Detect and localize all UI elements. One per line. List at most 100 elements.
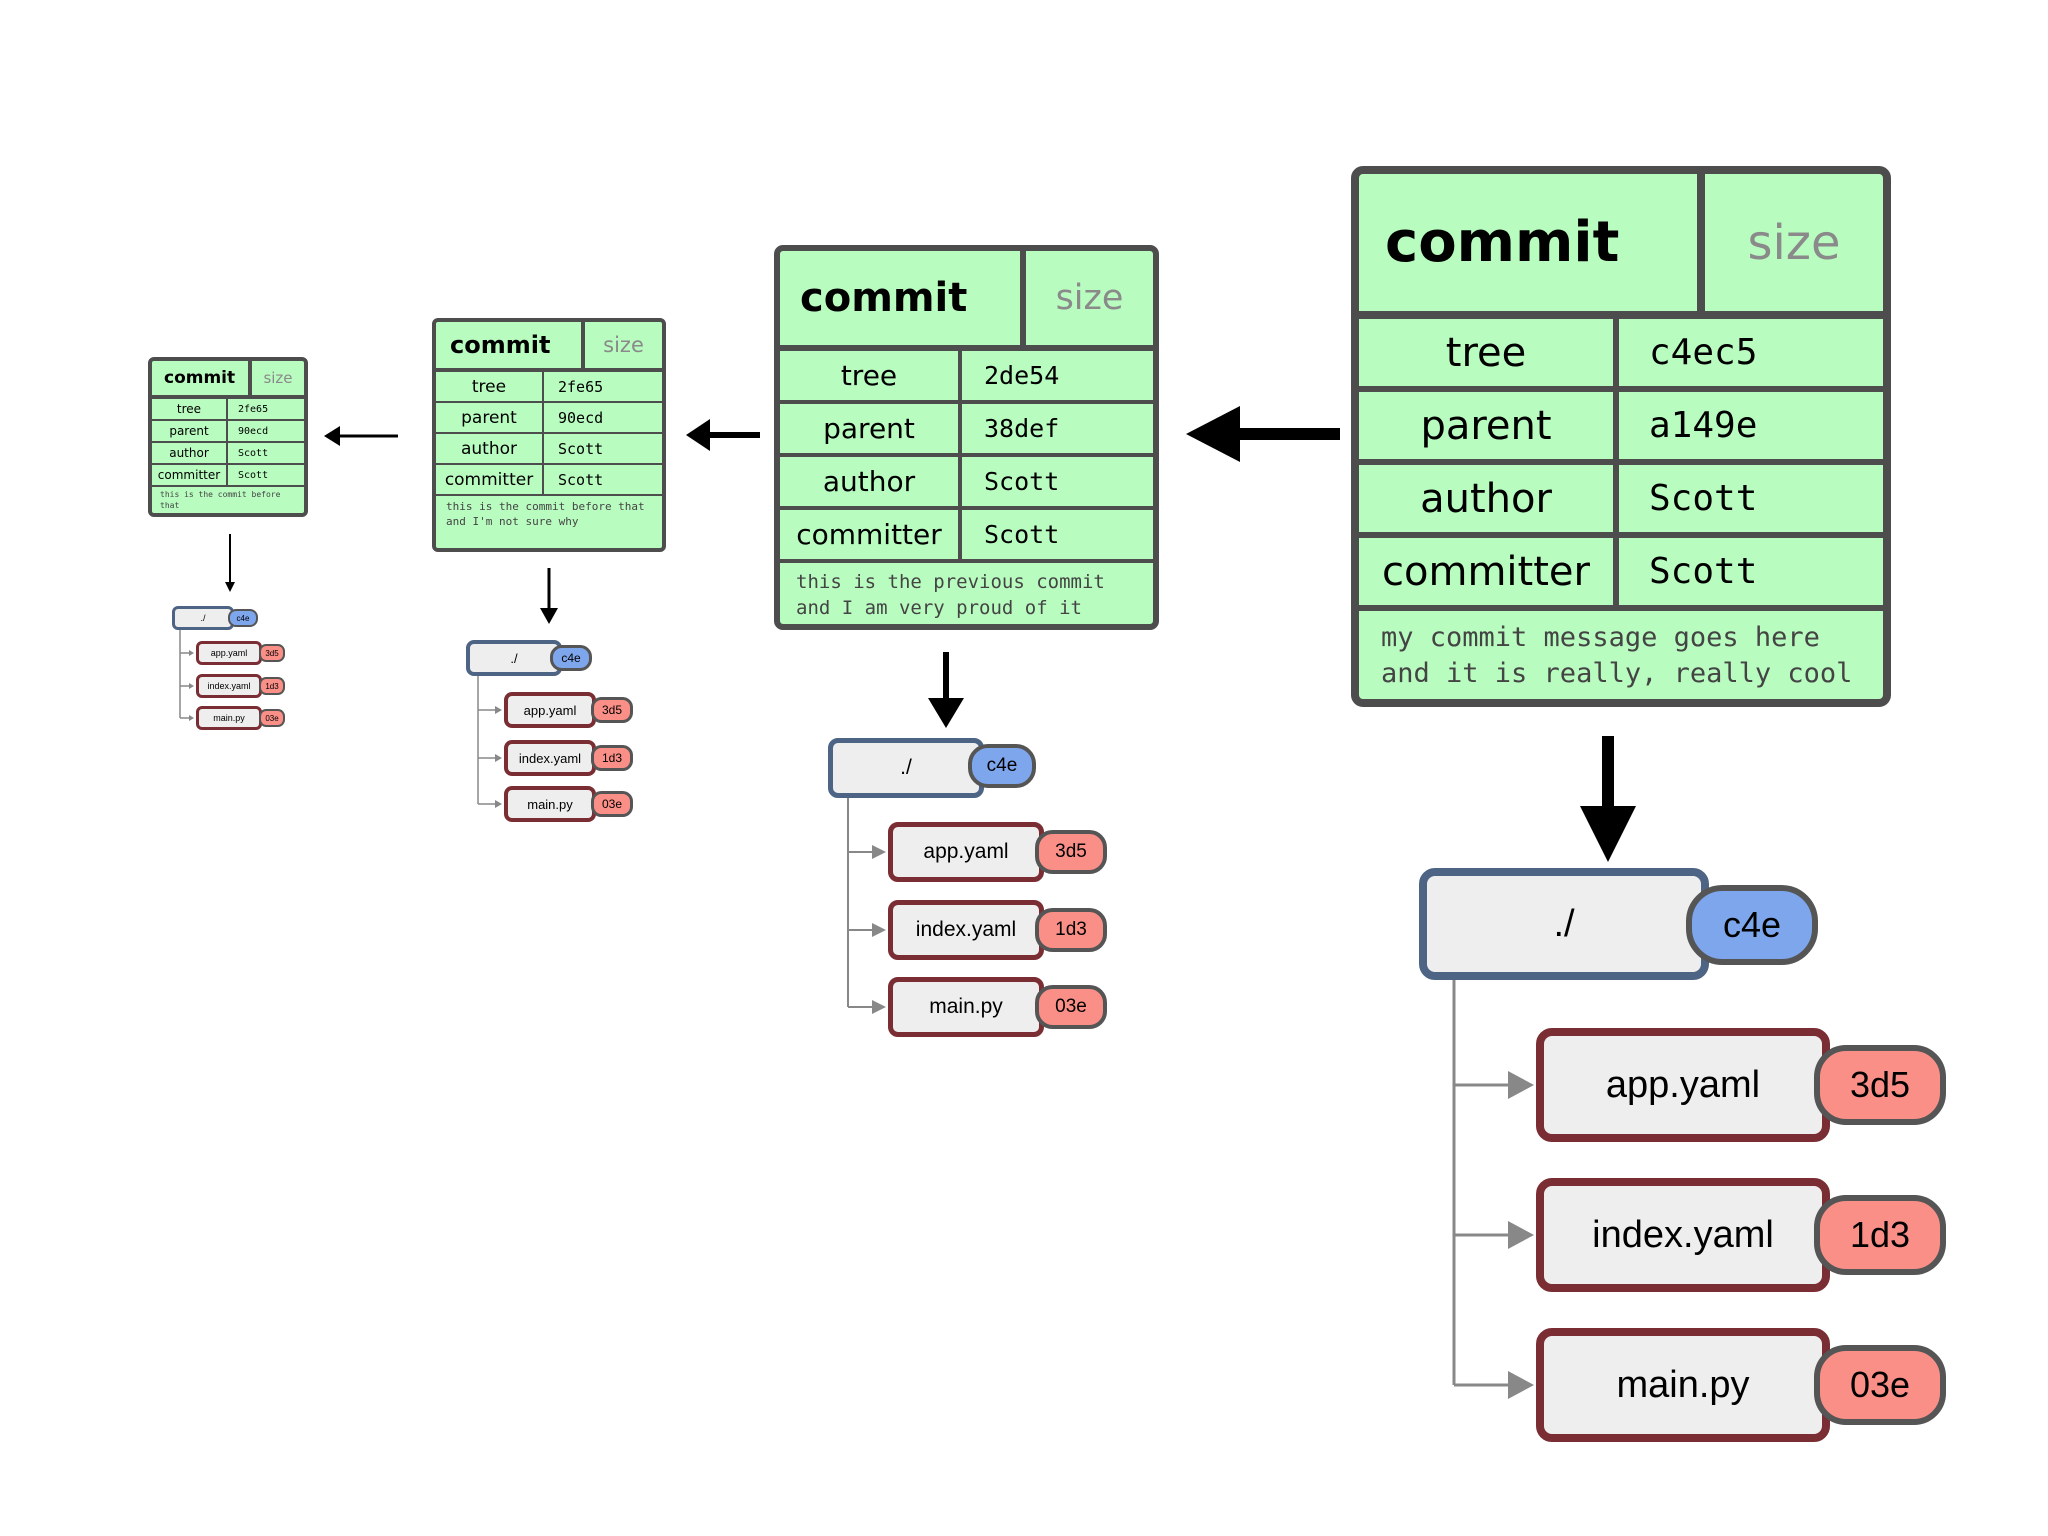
commit-field-key: tree — [436, 372, 544, 401]
commit-field-key: author — [436, 434, 544, 463]
tree-file-hash: 03e — [1035, 985, 1107, 1029]
commit-size-label: size — [263, 369, 293, 387]
tree-file-main-py: main.py — [196, 706, 262, 730]
commit-size-label: size — [1747, 214, 1841, 271]
commit-size-label: size — [1055, 278, 1124, 318]
tree-arrow-head — [540, 608, 558, 624]
commit-field-row-committer: committer Scott — [780, 510, 1153, 563]
tree-file-hash: 1d3 — [1035, 908, 1107, 952]
tree-file-hash: 1d3 — [591, 745, 633, 771]
tree-file-main-py: main.py — [888, 977, 1044, 1037]
commit-field-row-author: author Scott — [780, 457, 1153, 510]
tree-file-hash: 3d5 — [591, 697, 633, 723]
tree-branch-head — [1508, 1071, 1534, 1099]
commit-field-value: Scott — [1649, 551, 1758, 592]
commit-field-key: committer — [152, 465, 228, 485]
tree-file-hash: 1d3 — [1814, 1195, 1946, 1275]
commit-field-row-tree: tree 2fe65 — [436, 372, 662, 403]
commit-header: commit size — [152, 361, 304, 399]
tree-file-index-yaml: index.yaml — [504, 740, 596, 776]
tree-branch-head — [189, 715, 194, 721]
commit-field-key: author — [780, 457, 962, 506]
commit-field-key: parent — [1359, 392, 1619, 459]
commit-field-key: author — [1359, 465, 1619, 532]
tree-root-dir-3: ./ — [828, 738, 984, 798]
tree-file-hash: 03e — [259, 709, 285, 727]
commit-field-key: committer — [436, 465, 544, 494]
commit-field-value: Scott — [984, 467, 1060, 496]
tree-dir-hash: c4e — [228, 609, 258, 627]
tree-arrow-head — [225, 582, 235, 592]
commit-field-value: c4ec5 — [1649, 332, 1758, 373]
commit-field-value: 90ecd — [238, 425, 269, 437]
tree-file-app-yaml: app.yaml — [1536, 1028, 1830, 1142]
tree-arrow-head — [1580, 806, 1636, 862]
tree-dir-hash: c4e — [968, 744, 1036, 788]
tree-file-main-py: main.py — [1536, 1328, 1830, 1442]
commit-message: my commit message goes here and it is re… — [1381, 622, 1853, 690]
commit-field-key: committer — [780, 510, 962, 559]
tree-file-hash: 3d5 — [1814, 1045, 1946, 1125]
tree-dir-hash: c4e — [1686, 885, 1818, 965]
tree-file-main-py: main.py — [504, 786, 596, 822]
tree-branch-head — [189, 683, 194, 689]
tree-file-app-yaml: app.yaml — [504, 692, 596, 728]
commit-title: commit — [1359, 174, 1705, 311]
tree-file-hash: 3d5 — [1035, 830, 1107, 874]
commit-field-value: 2fe65 — [558, 377, 604, 396]
tree-branch-head — [495, 754, 502, 762]
commit-field-row-author: author Scott — [1359, 465, 1883, 538]
commit-title: commit — [152, 361, 252, 395]
tree-file-index-yaml: index.yaml — [1536, 1178, 1830, 1292]
commit-field-row-author: author Scott — [436, 434, 662, 465]
commit-field-row-parent: parent 90ecd — [152, 421, 304, 443]
commit-field-key: tree — [152, 399, 228, 419]
commit-field-value: Scott — [984, 520, 1060, 549]
tree-branch-head — [1508, 1371, 1534, 1399]
tree-file-hash: 1d3 — [259, 677, 285, 695]
tree-branch-head — [495, 800, 502, 808]
tree-root-dir-4: ./ — [1419, 868, 1709, 980]
commit-title: commit — [780, 251, 1026, 345]
tree-file-hash: 03e — [591, 791, 633, 817]
commit-field-key: author — [152, 443, 228, 463]
tree-branch-head — [872, 923, 886, 937]
commit-field-row-parent: parent a149e — [1359, 392, 1883, 465]
tree-branch-head — [189, 650, 194, 656]
commit-field-row-committer: committer Scott — [436, 465, 662, 496]
tree-branch-head — [1508, 1221, 1534, 1249]
commit-field-value: Scott — [558, 439, 604, 458]
commit-field-value: 2de54 — [984, 361, 1060, 390]
commit-message: this is the commit before that and I'm n… — [160, 490, 281, 517]
commit-message: this is the commit before that and I'm n… — [446, 500, 645, 528]
commit-field-key: parent — [152, 421, 228, 441]
tree-file-hash: 03e — [1814, 1345, 1946, 1425]
commit-field-value: Scott — [1649, 478, 1758, 519]
commit-field-value: Scott — [558, 470, 604, 489]
tree-branch-head — [495, 706, 502, 714]
parent-arrow-head — [1186, 406, 1240, 462]
commit-field-row-parent: parent 38def — [780, 404, 1153, 457]
commit-field-value: 2fe65 — [238, 403, 269, 415]
tree-file-app-yaml: app.yaml — [196, 641, 262, 665]
commit-field-key: parent — [780, 404, 962, 453]
commit-size-label: size — [603, 333, 644, 357]
commit-field-key: parent — [436, 403, 544, 432]
commit-field-value: 38def — [984, 414, 1060, 443]
commit-field-value: a149e — [1649, 405, 1758, 446]
tree-root-dir-2: ./ — [466, 640, 562, 676]
tree-branch-head — [872, 1000, 886, 1014]
tree-file-index-yaml: index.yaml — [888, 900, 1044, 960]
tree-branch-head — [872, 845, 886, 859]
commit-message: this is the previous commit and I am ver… — [796, 571, 1105, 619]
commit-field-key: tree — [780, 351, 962, 400]
